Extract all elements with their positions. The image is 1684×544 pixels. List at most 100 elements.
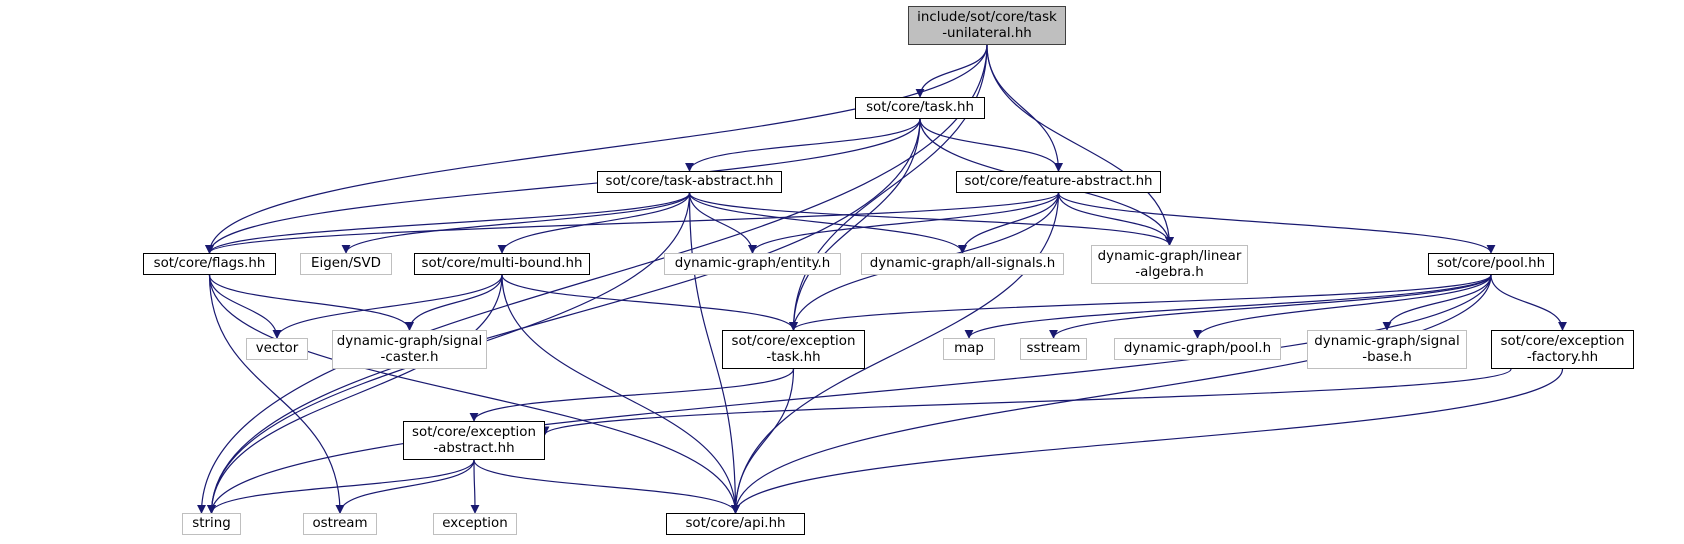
edge-exabs-to-string	[207, 459, 475, 514]
edge-pool-to-string	[207, 274, 1492, 514]
node-api[interactable]: sot/core/api.hh	[666, 513, 805, 535]
node-caster: dynamic-graph/signal-caster.h	[332, 330, 487, 369]
edge-task-to-feat	[919, 118, 1063, 172]
node-root[interactable]: include/sot/core/task-unilateral.hh	[908, 6, 1066, 45]
edge-exabs-to-exception	[470, 459, 480, 514]
node-label-line: sstream	[1026, 341, 1081, 356]
edge-mbound-to-api	[501, 274, 740, 514]
edge-pool-to-extask	[789, 274, 1492, 331]
edge-tabs-to-api	[688, 192, 740, 514]
edge-tabs-to-allsig	[688, 192, 967, 254]
edge-pool-to-dgpool	[1193, 274, 1492, 339]
node-string: string	[182, 513, 241, 535]
node-vector: vector	[246, 338, 308, 360]
node-sigbase: dynamic-graph/signal-base.h	[1307, 330, 1467, 369]
edge-exfact-to-exabs	[540, 368, 1512, 436]
node-task[interactable]: sot/core/task.hh	[855, 97, 985, 119]
node-label-line: sot/core/exception	[1500, 333, 1625, 349]
edge-feat-to-allsig	[958, 192, 1060, 254]
node-map: map	[943, 338, 995, 360]
edge-task-to-tabs	[685, 118, 921, 172]
edge-feat-to-api	[731, 192, 1060, 514]
edge-feat-to-pool	[1057, 192, 1496, 254]
edge-exfact-to-api	[731, 368, 1564, 514]
node-label-line: vector	[255, 341, 299, 356]
node-label-line: Eigen/SVD	[311, 256, 381, 271]
edge-mbound-to-extask	[501, 274, 798, 331]
edge-pool-to-map	[964, 274, 1492, 339]
node-label-line: sot/core/exception	[731, 333, 856, 349]
node-label-line: dynamic-graph/linear	[1097, 248, 1242, 264]
node-label-line: -abstract.hh	[433, 440, 515, 456]
node-label-line: dynamic-graph/signal	[336, 333, 483, 349]
node-exception: exception	[433, 513, 517, 535]
edge-tabs-to-flags	[205, 192, 691, 254]
edge-root-to-extask	[789, 44, 988, 331]
node-entity: dynamic-graph/entity.h	[664, 253, 841, 275]
node-label-line: -task.hh	[766, 349, 821, 365]
node-tabs[interactable]: sot/core/task-abstract.hh	[597, 171, 782, 193]
node-label-line: map	[954, 341, 984, 356]
node-exabs[interactable]: sot/core/exception-abstract.hh	[403, 421, 545, 460]
node-label-line: dynamic-graph/pool.h	[1123, 341, 1272, 356]
node-extask[interactable]: sot/core/exception-task.hh	[722, 330, 865, 369]
node-allsig: dynamic-graph/all-signals.h	[861, 253, 1064, 275]
edge-mbound-to-vector	[272, 274, 503, 339]
node-label-line: dynamic-graph/entity.h	[674, 256, 831, 271]
node-mbound[interactable]: sot/core/multi-bound.hh	[414, 253, 590, 275]
edge-task-to-string	[207, 118, 921, 514]
edge-pool-to-exfact	[1490, 274, 1567, 331]
node-label-line: -caster.h	[380, 349, 439, 365]
node-label-line: -unilateral.hh	[942, 25, 1032, 41]
edge-flags-to-vector	[208, 274, 282, 339]
node-pool[interactable]: sot/core/pool.hh	[1428, 253, 1554, 275]
node-label-line: sot/core/exception	[412, 424, 536, 440]
node-label-line: sot/core/task.hh	[866, 100, 974, 115]
edge-mbound-to-caster	[405, 274, 503, 331]
node-label-line: sot/core/feature-abstract.hh	[964, 174, 1153, 189]
node-label-line: sot/core/api.hh	[685, 516, 786, 531]
edge-pool-to-sigbase	[1382, 274, 1492, 331]
node-label-line: -algebra.h	[1135, 264, 1204, 280]
node-label-line: -base.h	[1362, 349, 1412, 365]
node-feat[interactable]: sot/core/feature-abstract.hh	[956, 171, 1161, 193]
edge-extask-to-api	[731, 368, 795, 514]
node-linalg: dynamic-graph/linear-algebra.h	[1091, 245, 1248, 284]
edge-root-to-flags	[205, 44, 988, 254]
node-eigen: Eigen/SVD	[300, 253, 392, 275]
edge-pool-to-api	[731, 274, 1492, 514]
node-dgpool: dynamic-graph/pool.h	[1114, 338, 1281, 360]
node-sstream: sstream	[1020, 338, 1087, 360]
edge-flags-to-api	[208, 274, 740, 514]
edge-tabs-to-eigen	[341, 192, 691, 254]
edge-feat-to-flags	[205, 192, 1060, 254]
node-label-line: sot/core/task-abstract.hh	[605, 174, 774, 189]
node-label-line: ostream	[312, 516, 368, 531]
node-label-line: sot/core/flags.hh	[153, 256, 266, 271]
node-label-line: exception	[442, 516, 508, 531]
node-label-line: dynamic-graph/signal	[1314, 333, 1460, 349]
node-ostream: ostream	[303, 513, 377, 535]
edge-feat-to-linalg	[1057, 192, 1174, 246]
edge-tabs-to-linalg	[688, 192, 1174, 246]
edge-tabs-to-entity	[688, 192, 757, 254]
edge-tabs-to-mbound	[497, 192, 691, 254]
node-label-line: -factory.hh	[1526, 349, 1599, 365]
edge-feat-to-entity	[748, 192, 1060, 254]
edge-task-to-flags	[205, 118, 921, 254]
node-label-line: sot/core/multi-bound.hh	[421, 256, 583, 271]
node-flags[interactable]: sot/core/flags.hh	[143, 253, 276, 275]
edge-layer	[197, 44, 1567, 514]
edge-exabs-to-api	[473, 459, 740, 514]
node-label-line: dynamic-graph/all-signals.h	[869, 256, 1056, 271]
edge-pool-to-sstream	[1049, 274, 1492, 339]
edge-extask-to-exabs	[469, 368, 795, 422]
node-label-line: string	[192, 516, 231, 531]
edge-flags-to-ostream	[208, 274, 345, 514]
edge-flags-to-caster	[208, 274, 414, 331]
edge-root-to-linalg	[986, 44, 1174, 246]
node-label-line: include/sot/core/task	[917, 9, 1057, 25]
node-exfact[interactable]: sot/core/exception-factory.hh	[1491, 330, 1634, 369]
